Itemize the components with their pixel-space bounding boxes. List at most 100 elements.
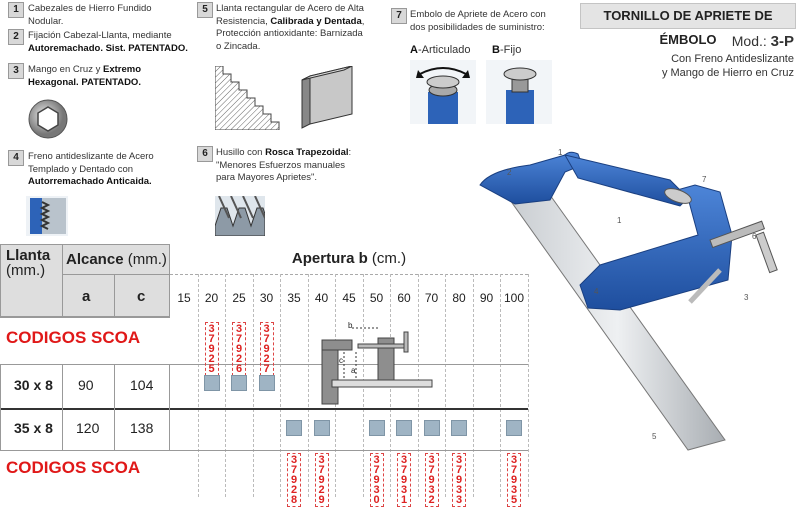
feature-text-5: Llanta rectangular de Acero de Alta Resi… xyxy=(216,3,365,52)
row-2-c: 138 xyxy=(130,420,154,436)
dimension-diagram xyxy=(321,327,433,405)
row-left-div-a xyxy=(62,364,63,451)
articulated-plunger-icon xyxy=(410,60,476,124)
column-header-90: 90 xyxy=(479,291,494,305)
model-label: Mod.: 3-P xyxy=(731,33,794,50)
flat-bar-icon xyxy=(301,66,353,129)
feature-text-7: Embolo de Apriete de Acero con dos posib… xyxy=(410,9,546,33)
callout-1-top: 1 xyxy=(558,148,563,157)
availability-mark-100 xyxy=(506,420,522,436)
serrated-bar-icon xyxy=(215,66,280,130)
column-header-45: 45 xyxy=(342,291,356,305)
apertura-divider xyxy=(170,274,528,275)
diagram-label-c: c xyxy=(339,356,343,365)
feature-text-4: Freno antideslizante de Acero Templado y… xyxy=(28,151,154,187)
feature-text-6: Husillo con Rosca Trapezoidal: "Menores … xyxy=(216,147,352,183)
column-header-40: 40 xyxy=(314,291,329,305)
column-header-30: 30 xyxy=(259,291,274,305)
column-header-25: 25 xyxy=(232,291,246,305)
column-divider-25 xyxy=(252,274,255,497)
availability-mark-20 xyxy=(203,375,220,391)
feature-badge-5: 5 xyxy=(197,2,213,18)
header-c: c xyxy=(137,288,146,305)
row-left-border xyxy=(0,364,170,451)
availability-mark-25 xyxy=(231,375,247,391)
feature-badge-7: 7 xyxy=(391,8,407,24)
column-header-100: 100 xyxy=(503,291,525,305)
callout-7: 7 xyxy=(702,175,707,184)
feature-badge-1: 1 xyxy=(8,2,24,18)
row-line-3 xyxy=(0,408,528,410)
option-a-label: A-Articulado xyxy=(410,44,471,56)
column-divider-100 xyxy=(527,274,530,497)
column-divider-20 xyxy=(225,274,227,497)
diagram-label-a: a xyxy=(351,366,356,375)
row-1-a: 90 xyxy=(78,377,94,393)
callout-2: 2 xyxy=(507,168,512,177)
product-title: TORNILLO DE APRIETE DE ÉMBOLO xyxy=(580,3,796,47)
callout-3: 3 xyxy=(744,293,749,302)
feature-badge-6: 6 xyxy=(197,146,213,162)
column-header-20: 20 xyxy=(204,291,219,305)
availability-mark-30 xyxy=(258,375,275,391)
header-alcance: Alcance (mm.) xyxy=(66,251,167,268)
trapezoidal-thread-icon xyxy=(215,196,265,236)
column-divider-35 xyxy=(307,274,310,497)
availability-mark-70 xyxy=(423,420,440,436)
row-line-2 xyxy=(0,364,528,365)
row-line-4 xyxy=(0,450,528,451)
column-divider-15 xyxy=(197,274,200,497)
column-header-60: 60 xyxy=(397,291,411,305)
callout-4: 4 xyxy=(594,287,599,296)
row-1-c: 104 xyxy=(130,377,154,393)
availability-mark-40 xyxy=(313,420,330,436)
header-divider-h xyxy=(62,274,170,275)
feature-badge-3: 3 xyxy=(8,63,24,79)
column-divider-90 xyxy=(500,274,502,497)
clamp-illustration xyxy=(479,151,778,451)
codigos-label-bottom: CODIGOS SCOA xyxy=(6,458,141,477)
column-header-70: 70 xyxy=(424,291,439,305)
column-divider-30 xyxy=(280,274,282,497)
column-header-80: 80 xyxy=(452,291,466,305)
fixed-plunger-icon xyxy=(486,60,552,124)
codigos-label-top: CODIGOS SCOA xyxy=(6,328,141,347)
availability-mark-50 xyxy=(368,420,385,436)
feature-badge-2: 2 xyxy=(8,29,24,45)
feature-text-3: Mango en Cruz y Extremo Hexagonal. PATEN… xyxy=(28,64,141,88)
header-llanta: Llanta(mm.) xyxy=(6,247,51,279)
callout-5: 5 xyxy=(652,432,657,441)
row-2-a: 120 xyxy=(76,420,100,436)
availability-mark-35 xyxy=(286,420,302,436)
hex-nut-icon xyxy=(28,99,68,139)
column-divider-80 xyxy=(472,274,475,497)
callout-6: 6 xyxy=(752,232,757,241)
diagram-label-b: b xyxy=(348,321,353,330)
header-divider-ac xyxy=(114,274,115,317)
column-divider-70 xyxy=(445,274,447,497)
row-left-div-c xyxy=(114,364,115,451)
option-b-label: B-Fijo xyxy=(492,44,522,56)
codes-table: Llanta(mm.) Alcance (mm.) a c Apertura b… xyxy=(0,244,530,507)
header-left-bg xyxy=(0,244,170,317)
availability-mark-80 xyxy=(451,420,467,436)
callout-1-mid: 1 xyxy=(617,216,622,225)
header-divider-llanta xyxy=(62,244,63,317)
row-1-llanta: 30 x 8 xyxy=(14,377,53,393)
header-a: a xyxy=(82,288,91,305)
availability-mark-60 xyxy=(396,420,412,436)
column-header-35: 35 xyxy=(287,291,301,305)
feature-text-2: Fijación Cabezal-Llanta, mediante Autore… xyxy=(28,30,188,54)
row-2-llanta: 35 x 8 xyxy=(14,420,53,436)
column-header-15: 15 xyxy=(177,291,191,305)
